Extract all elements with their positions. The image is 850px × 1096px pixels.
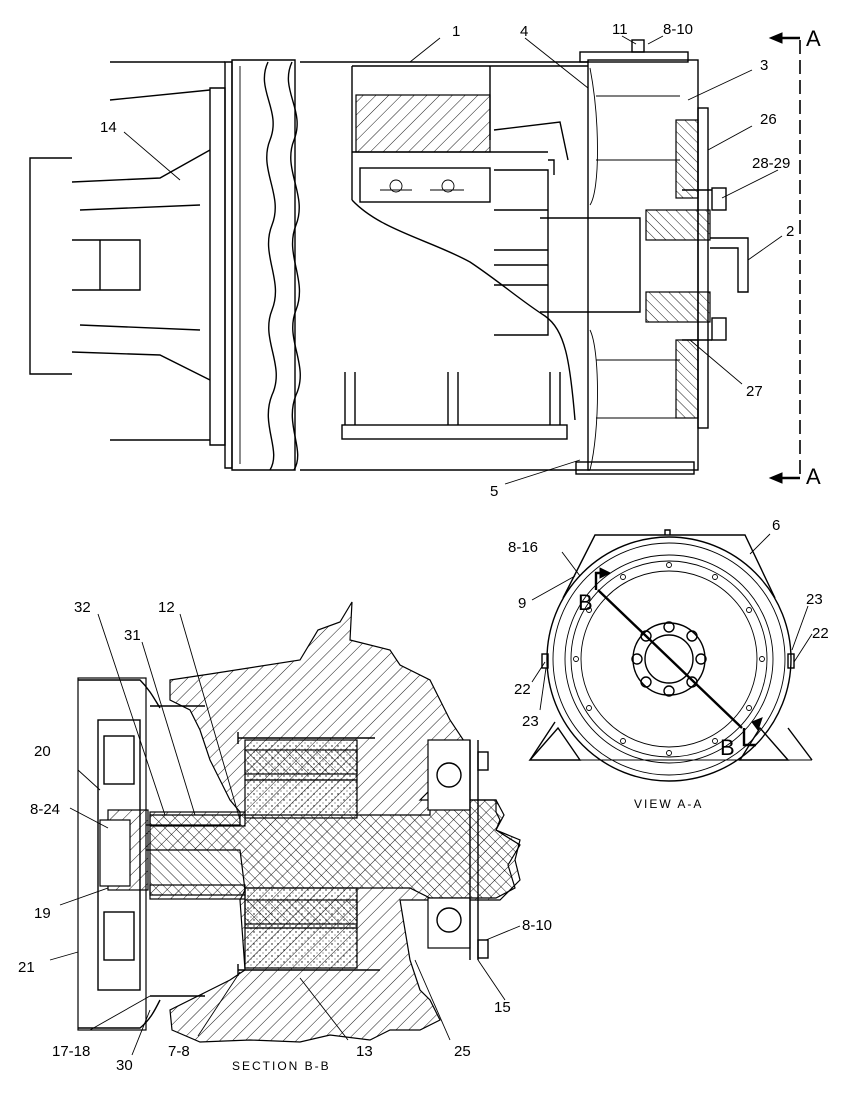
callout-5: 5 bbox=[490, 483, 498, 500]
callout-26: 26 bbox=[760, 111, 777, 128]
callout-17-18: 17-18 bbox=[52, 1043, 90, 1060]
section-view-callouts: 32 31 12 20 8-24 19 21 17-18 30 7-8 13 2… bbox=[18, 599, 552, 1074]
callout-31: 31 bbox=[124, 627, 141, 644]
callout-8-16: 8-16 bbox=[508, 539, 538, 556]
callout-3: 3 bbox=[760, 57, 768, 74]
callout-11: 11 bbox=[612, 21, 628, 38]
callout-6: 6 bbox=[772, 517, 780, 534]
callout-8-24: 8-24 bbox=[30, 801, 60, 818]
callout-1: 1 bbox=[452, 23, 460, 40]
callout-28-29: 28-29 bbox=[752, 155, 790, 172]
callout-8-10-top: 8-10 bbox=[663, 21, 693, 38]
view-a-a-callouts: B B 8-16 6 9 23 22 22 23 VIEW A-A bbox=[508, 517, 829, 811]
callout-14: 14 bbox=[100, 119, 117, 136]
callout-19: 19 bbox=[34, 905, 51, 922]
outer-bolt-holes bbox=[573, 562, 765, 756]
callout-8-10-section: 8-10 bbox=[522, 917, 552, 934]
section-marker-b-lower: B bbox=[720, 735, 735, 760]
callout-27: 27 bbox=[746, 383, 763, 400]
callout-13: 13 bbox=[356, 1043, 373, 1060]
callout-9: 9 bbox=[518, 595, 526, 612]
section-marker-a-top: A bbox=[806, 26, 821, 51]
callout-30: 30 bbox=[116, 1057, 133, 1074]
view-a-a-caption: VIEW A-A bbox=[634, 797, 703, 811]
view-a-a bbox=[528, 529, 813, 782]
callout-32: 32 bbox=[74, 599, 91, 616]
section-b-b-caption: SECTION B-B bbox=[232, 1059, 331, 1073]
callout-20: 20 bbox=[34, 743, 51, 760]
callout-25: 25 bbox=[454, 1043, 471, 1060]
main-view-callouts: A A 1 4 11 8-10 3 26 28-29 14 2 27 5 bbox=[100, 21, 821, 500]
callout-4: 4 bbox=[520, 23, 528, 40]
callout-15: 15 bbox=[494, 999, 511, 1016]
section-marker-b-upper: B bbox=[578, 590, 593, 615]
callout-21: 21 bbox=[18, 959, 35, 976]
callout-22-left: 22 bbox=[514, 681, 531, 698]
callout-23-right: 23 bbox=[806, 591, 823, 608]
callout-23-left: 23 bbox=[522, 713, 539, 730]
callout-2: 2 bbox=[786, 223, 794, 240]
section-marker-a-bottom: A bbox=[806, 464, 821, 489]
callout-12: 12 bbox=[158, 599, 175, 616]
callout-22-right: 22 bbox=[812, 625, 829, 642]
main-side-view bbox=[29, 32, 801, 484]
bolt-circle bbox=[631, 621, 707, 697]
section-b-b-view bbox=[77, 601, 521, 1043]
callout-7-8: 7-8 bbox=[168, 1043, 190, 1060]
